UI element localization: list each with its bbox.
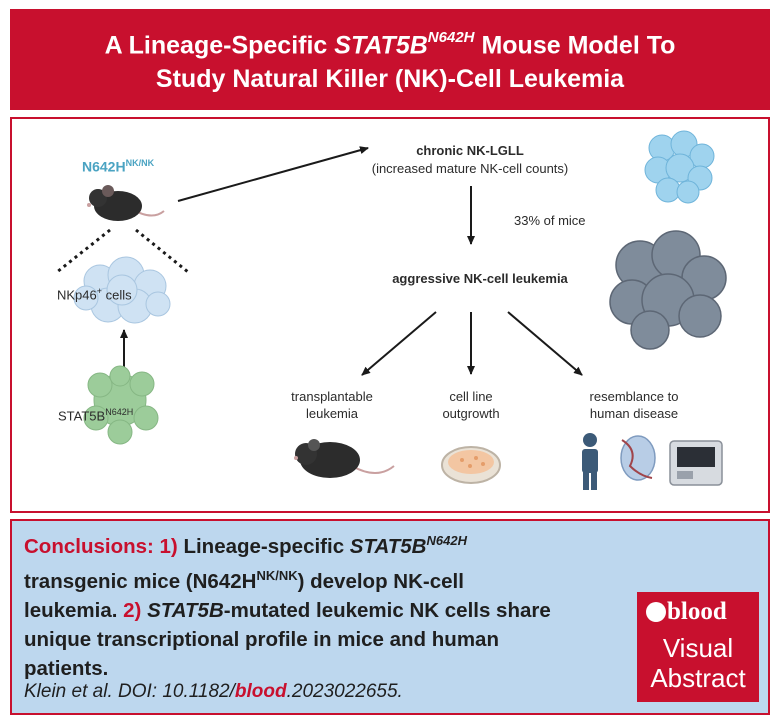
model-label: N642HNK/NK — [82, 158, 154, 175]
lymph-node-icon — [620, 435, 656, 481]
conclusion-t6: -mutated leukemic NK cells share — [223, 598, 551, 622]
outcome-transplant: transplantable leukemia — [291, 388, 373, 422]
title-text: A Lineage-Specific — [104, 31, 335, 60]
model-label-main: N642H — [82, 158, 126, 175]
conclusion-gene2: STAT5B — [147, 598, 224, 622]
title-line-2: Study Natural Killer (NK)-Cell Leukemia — [155, 65, 625, 94]
outcome-human: resemblance to human disease — [590, 388, 679, 422]
conclusion-line-1: Conclusions: 1) Lineage-specific STAT5BN… — [24, 526, 584, 561]
outcome-human-line2: human disease — [589, 406, 679, 421]
dotted-line-right — [135, 228, 189, 274]
human-icon — [582, 433, 598, 490]
stat5b-cell-icon — [83, 365, 159, 445]
conclusion-t3: ) develop NK-cell — [297, 569, 464, 593]
conclusion-label: Conclusions: 1) — [24, 534, 178, 558]
petri-dish-icon — [441, 446, 501, 484]
conclusion-t2-sup: NK/NK — [256, 567, 298, 583]
title-banner: A Lineage-Specific STAT5BN642H Mouse Mod… — [10, 9, 770, 110]
conclusion-t4: leukemia. — [24, 598, 124, 622]
nk-cell-cluster-icon — [73, 256, 171, 324]
mature-nk-cells-icon — [644, 130, 715, 204]
chronic-subtitle: (increased mature NK-cell counts) — [371, 161, 569, 176]
conclusion-line-5: patients. — [24, 656, 109, 680]
sequencer-icon — [669, 440, 723, 486]
conclusion-text: Conclusions: 1) Lineage-specific STAT5BN… — [24, 526, 584, 683]
chronic-title: chronic NK-LGLL — [416, 143, 524, 158]
arrow-to-transplant — [361, 311, 437, 376]
nkp46-tail: cells — [102, 287, 132, 303]
title-gene-sup: N642H — [427, 28, 475, 46]
arrow-to-human — [507, 311, 583, 376]
aggressive-label: aggressive NK-cell leukemia — [392, 271, 568, 286]
conclusion-t2: transgenic mice (N642H — [24, 569, 257, 593]
badge-line1: Visual — [662, 633, 734, 663]
outcome-transplant-line2: leukemia — [305, 406, 359, 421]
title-text-end: Mouse Model To — [474, 31, 676, 60]
outcome-transplant-line1: transplantable — [291, 389, 373, 404]
nkp46-label: NKp46+ cells — [57, 286, 132, 302]
stat5b-main: STAT5B — [58, 408, 106, 424]
conclusion-num2: 2) — [123, 598, 142, 622]
stat5b-label: STAT5BN642H — [58, 407, 133, 423]
percent-label: 33% of mice — [514, 213, 586, 228]
conclusion-line-3: leukemia. 2) STAT5B-mutated leukemic NK … — [24, 596, 584, 625]
nkp46-sup: + — [96, 286, 103, 296]
title-line-1: A Lineage-Specific STAT5BN642H Mouse Mod… — [105, 23, 676, 62]
transplant-mouse-icon — [294, 439, 395, 478]
conclusion-line-2: transgenic mice (N642HNK/NK) develop NK-… — [24, 561, 584, 596]
citation-pre: Klein et al. DOI: 10.1182/ — [24, 681, 235, 702]
badge-line2: Abstract — [650, 663, 746, 693]
nkp46-main: NKp46 — [57, 287, 97, 303]
conclusion-gene1: STAT5B — [349, 534, 427, 558]
outcome-human-line1: resemblance to — [589, 389, 679, 404]
title-gene: STAT5B — [334, 31, 428, 60]
conclusion-line-4: unique transcriptional profile in mice a… — [24, 627, 499, 651]
model-label-sup: NK/NK — [125, 158, 155, 168]
dotted-line-left — [56, 228, 111, 274]
outcome-cellline-line2: outgrowth — [442, 406, 500, 421]
conclusion-t1: Lineage-specific — [177, 534, 350, 558]
blood-logo-icon — [646, 602, 666, 622]
arrow-to-chronic — [177, 146, 369, 202]
leukemic-cells-icon — [609, 230, 727, 350]
mouse-icon — [87, 185, 165, 221]
stat5b-sup: N642H — [105, 407, 134, 417]
citation-journal: blood — [234, 681, 287, 702]
badge-brand: blood — [667, 598, 727, 625]
conclusion-gene1-sup: N642H — [426, 533, 467, 548]
visual-abstract-badge: blood Visual Abstract — [637, 592, 759, 702]
citation: Klein et al. DOI: 10.1182/blood.20230226… — [24, 681, 403, 703]
outcome-cellline-line1: cell line — [449, 389, 493, 404]
citation-post: .2023022655. — [286, 681, 403, 702]
outcome-cellline: cell line outgrowth — [442, 388, 499, 422]
